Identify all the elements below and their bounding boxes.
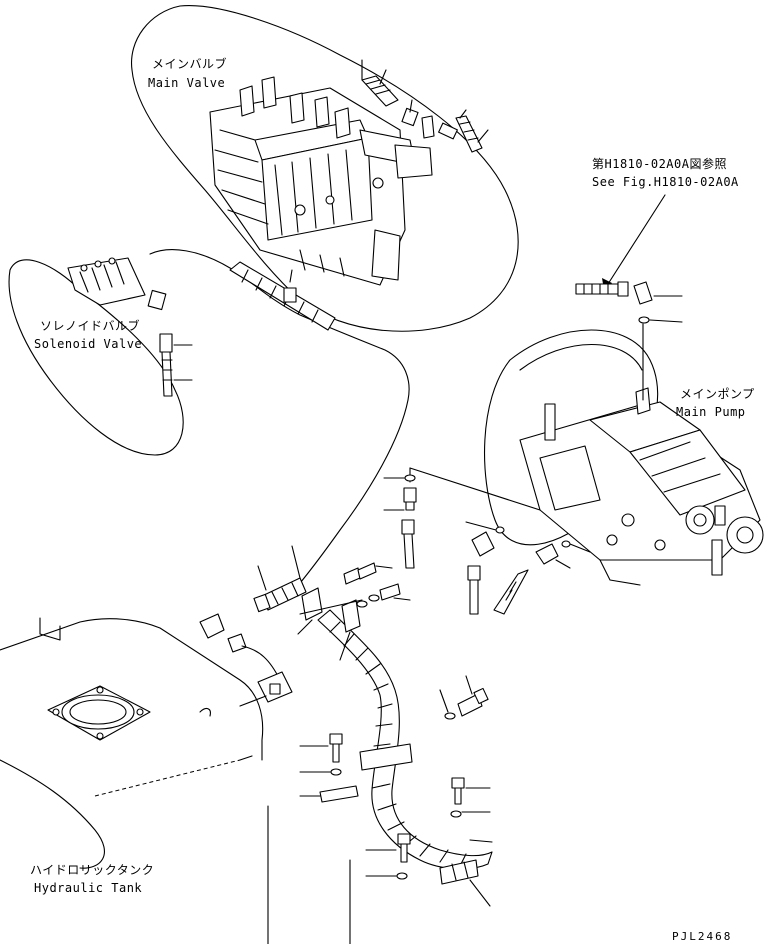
bolt-4[interactable]	[319, 733, 359, 803]
leader-b-1	[375, 565, 393, 569]
solenoid-valve-hose[interactable]	[159, 333, 173, 397]
main-valve-fitting-right[interactable]	[421, 115, 483, 153]
leader-mid-4	[465, 521, 497, 531]
main-valve-boundary	[131, 5, 519, 332]
lower-hose-group	[199, 545, 493, 907]
main-pump-label-jp: メインポンプ	[680, 387, 755, 401]
main-pump-group: 第H1810-02A0A図参照 See Fig.H1810-02A0A メインポ…	[483, 156, 764, 586]
ref-hose-fitting[interactable]	[575, 281, 629, 297]
hydraulic-tank[interactable]: ハイドロリックタンク Hydraulic Tank	[0, 617, 351, 945]
main-valve[interactable]	[209, 76, 433, 286]
leader-cl-3	[469, 879, 491, 907]
main-pump[interactable]	[519, 387, 764, 586]
ref-arrow-line	[607, 194, 666, 285]
main-valve-fitting-upper[interactable]	[361, 75, 419, 127]
solenoid-valve-label-en: Solenoid Valve	[34, 337, 142, 351]
leader-lh-2	[291, 545, 301, 579]
fitting-mid-2[interactable]	[401, 519, 415, 569]
connecting-line	[149, 249, 410, 601]
hose-upper[interactable]	[229, 261, 336, 331]
main-valve-label-jp: メインバルブ	[152, 56, 227, 71]
leader-cl-2	[339, 631, 351, 661]
tank-fitting[interactable]	[257, 671, 293, 703]
solenoid-valve-label-jp: ソレノイドバルブ	[40, 318, 140, 333]
elbow-fitting-lower[interactable]	[199, 613, 247, 653]
bolt-5[interactable]	[450, 777, 465, 818]
main-valve-group: メインバルブ Main Valve	[131, 5, 519, 332]
leader-b-2	[393, 597, 411, 601]
pump-elbow-fitting[interactable]	[633, 281, 653, 324]
leader-mv-3	[409, 99, 413, 113]
o-ring[interactable]	[404, 474, 416, 482]
drawing-code: PJL2468	[672, 930, 732, 943]
leader-cl-1	[297, 619, 313, 635]
fitting-mid-1[interactable]	[403, 487, 417, 511]
clamp-lower[interactable]	[439, 859, 479, 885]
fitting-mid-3[interactable]	[471, 526, 505, 557]
leader-mid-5	[555, 559, 571, 569]
hydraulic-tank-label-en: Hydraulic Tank	[34, 881, 142, 895]
tank-filler-flange[interactable]	[47, 685, 151, 741]
middle-fittings	[383, 467, 591, 615]
leader-lh-4	[239, 695, 267, 707]
leader-b-4	[465, 675, 473, 695]
leader-mv-4	[459, 109, 467, 119]
bolt-1[interactable]	[343, 562, 377, 585]
leader-mp-2	[649, 319, 683, 323]
clamp-middle[interactable]	[359, 743, 413, 771]
leader-mid-1	[409, 467, 541, 511]
fitting-mid-4[interactable]	[467, 565, 481, 615]
bolt-2[interactable]	[356, 583, 401, 608]
bolt-3[interactable]	[444, 687, 489, 720]
clamp-upper[interactable]	[299, 587, 363, 633]
leader-b-3	[439, 689, 449, 713]
leader-mid-6	[569, 543, 591, 553]
main-pump-label-en: Main Pump	[676, 405, 746, 419]
main-valve-label-en: Main Valve	[148, 76, 225, 90]
fitting-mid-5[interactable]	[535, 540, 571, 565]
fitting-mid-6[interactable]	[493, 569, 529, 615]
ref-label-en: See Fig.H1810-02A0A	[592, 175, 739, 189]
solenoid-valve[interactable]	[67, 257, 167, 311]
hose-fitting-lower[interactable]	[253, 577, 307, 613]
leader-b-10	[469, 839, 493, 843]
ref-label-jp: 第H1810-02A0A図参照	[592, 156, 727, 171]
solenoid-valve-group: ソレノイドバルブ Solenoid Valve	[8, 257, 193, 456]
leader-mv-5	[477, 129, 489, 143]
leader-mv-2	[379, 69, 387, 85]
hydraulic-tank-label-jp: ハイドロリックタンク	[30, 863, 154, 877]
bolt-6[interactable]	[396, 833, 411, 880]
leader-lh-1	[257, 565, 267, 591]
